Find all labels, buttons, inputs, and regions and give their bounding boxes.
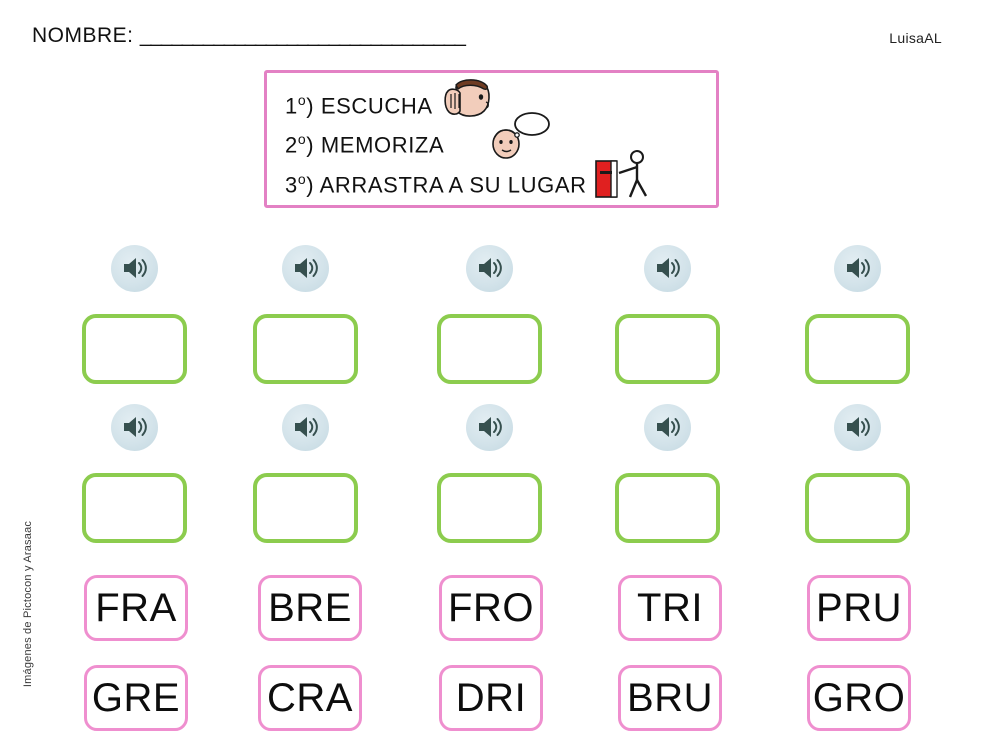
syllable-label: DRI bbox=[455, 676, 527, 720]
speaker-icon[interactable] bbox=[644, 245, 691, 292]
syllable-card[interactable]: FRA bbox=[84, 575, 188, 641]
name-field: NOMBRE: _______________________________ bbox=[32, 24, 466, 48]
listening-ear-pictogram bbox=[444, 79, 490, 117]
speaker-icon[interactable] bbox=[834, 245, 881, 292]
syllable-card[interactable]: CRA bbox=[258, 665, 362, 731]
instruction-step-2: 2o) MEMORIZA bbox=[285, 125, 444, 165]
name-blank-line[interactable]: _______________________________ bbox=[139, 24, 466, 47]
syllable-label: GRO bbox=[812, 676, 906, 720]
dropzone-r2c4[interactable] bbox=[615, 473, 720, 543]
author-credit: LuisaAL bbox=[889, 30, 942, 46]
dropzone-r2c2[interactable] bbox=[253, 473, 358, 543]
instructions-panel: 1o) ESCUCHA 2o) MEMORIZA 3o) ARRASTRA A … bbox=[264, 70, 719, 208]
worksheet-header: NOMBRE: _______________________________ … bbox=[0, 24, 1000, 58]
speaker-icon[interactable] bbox=[644, 404, 691, 451]
instruction-step-1-text: 1o) ESCUCHA bbox=[285, 92, 433, 119]
syllable-card[interactable]: GRE bbox=[84, 665, 188, 731]
thinking-head-pictogram bbox=[492, 112, 550, 159]
instruction-step-1: 1o) ESCUCHA bbox=[285, 86, 433, 126]
syllable-label: FRA bbox=[95, 586, 177, 630]
syllable-label: TRI bbox=[637, 586, 703, 630]
speaker-icon[interactable] bbox=[282, 245, 329, 292]
syllable-card[interactable]: TRI bbox=[618, 575, 722, 641]
syllable-card[interactable]: DRI bbox=[439, 665, 543, 731]
dropzone-r2c1[interactable] bbox=[82, 473, 187, 543]
syllable-label: CRA bbox=[267, 676, 353, 720]
instruction-step-2-text: 2o) MEMORIZA bbox=[285, 131, 445, 158]
speaker-icon[interactable] bbox=[111, 404, 158, 451]
dropzone-r1c5[interactable] bbox=[805, 314, 910, 384]
syllable-card[interactable]: FRO bbox=[439, 575, 543, 641]
syllable-card[interactable]: PRU bbox=[807, 575, 911, 641]
syllable-card[interactable]: BRE bbox=[258, 575, 362, 641]
dropzone-r1c2[interactable] bbox=[253, 314, 358, 384]
speaker-icon[interactable] bbox=[111, 245, 158, 292]
dropzone-r1c1[interactable] bbox=[82, 314, 187, 384]
dropzone-r2c5[interactable] bbox=[805, 473, 910, 543]
syllable-label: FRO bbox=[448, 586, 534, 630]
syllable-card[interactable]: GRO bbox=[807, 665, 911, 731]
syllable-label: GRE bbox=[91, 676, 181, 720]
speaker-icon[interactable] bbox=[466, 245, 513, 292]
syllable-label: PRU bbox=[816, 586, 902, 630]
syllable-card[interactable]: BRU bbox=[618, 665, 722, 731]
speaker-icon[interactable] bbox=[466, 404, 513, 451]
syllable-label: BRU bbox=[627, 676, 713, 720]
name-label: NOMBRE: bbox=[32, 24, 134, 47]
instruction-step-3-text: 3o) ARRASTRA A SU LUGAR bbox=[285, 171, 587, 198]
push-box-pictogram bbox=[595, 150, 648, 198]
image-source-credit: Imágenes de Pictocon y Arasaac bbox=[22, 520, 34, 688]
dropzone-r1c3[interactable] bbox=[437, 314, 542, 384]
speaker-icon[interactable] bbox=[282, 404, 329, 451]
dropzone-r2c3[interactable] bbox=[437, 473, 542, 543]
syllable-label: BRE bbox=[268, 586, 352, 630]
instruction-step-3: 3o) ARRASTRA A SU LUGAR bbox=[285, 165, 587, 205]
dropzone-r1c4[interactable] bbox=[615, 314, 720, 384]
speaker-icon[interactable] bbox=[834, 404, 881, 451]
